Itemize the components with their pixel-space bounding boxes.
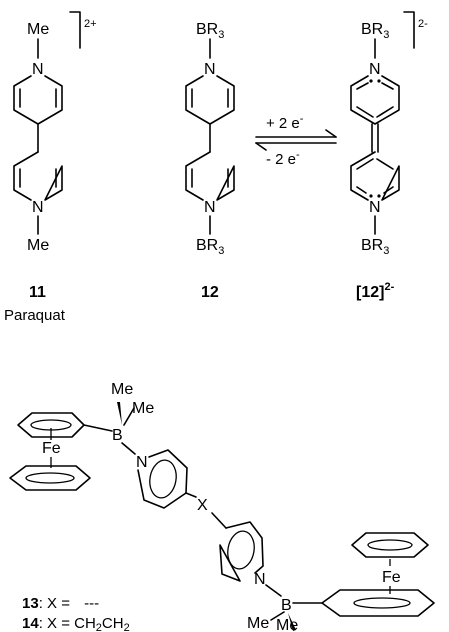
methyl-bond bbox=[123, 407, 135, 426]
reverse-label: - 2 e- bbox=[266, 149, 300, 168]
left-boron: B bbox=[112, 427, 123, 444]
reduced-adduct-structure: BR3 2- N N BR3 [12]2- bbox=[350, 11, 428, 301]
right-pyridine-aromatic bbox=[227, 530, 255, 570]
adduct-number: 12 bbox=[201, 284, 219, 301]
legend-line-14: 14: X = CH2CH2 bbox=[22, 615, 130, 632]
adduct-bottom-borane: BR3 bbox=[196, 237, 224, 257]
paraquat-bottom-methyl: Me bbox=[27, 237, 49, 254]
methyl-wedge bbox=[117, 402, 122, 425]
paraquat-structure: Me 2+ N N Me 11 Paraquat bbox=[4, 11, 97, 324]
right-iron: Fe bbox=[382, 569, 401, 586]
paraquat-charge-bracket bbox=[69, 11, 81, 49]
reduced-ring-top bbox=[350, 75, 400, 125]
borane-adduct-structure: BR3 N N BR3 12 bbox=[185, 21, 235, 301]
right-cp-top-ring bbox=[367, 539, 413, 551]
paraquat-top-methyl: Me bbox=[27, 21, 49, 38]
methyl-top-2: Me bbox=[132, 400, 154, 417]
boron-nitrogen-bond bbox=[121, 442, 136, 455]
right-cp-bottom-ring bbox=[353, 597, 411, 609]
forward-arrowhead bbox=[325, 129, 337, 138]
left-cp-bottom-ring bbox=[25, 472, 75, 484]
adduct-nitrogen-bottom: N bbox=[204, 199, 216, 216]
reduced-top-borane: BR3 bbox=[361, 21, 389, 41]
reduced-nitrogen-bottom: N bbox=[369, 199, 381, 216]
linker-x: X bbox=[197, 497, 208, 514]
right-cp-bottom bbox=[321, 589, 435, 617]
linker-bond bbox=[185, 492, 197, 498]
reduced-double-bond bbox=[383, 186, 394, 194]
methyl-bond bbox=[270, 611, 285, 621]
paraquat-ring-top bbox=[13, 75, 63, 125]
reduced-double-bond bbox=[356, 158, 374, 170]
adduct-top-borane: BR3 bbox=[196, 21, 224, 41]
reduced-charge-bracket bbox=[403, 11, 415, 49]
left-nitrogen: N bbox=[136, 454, 148, 471]
adduct-nitrogen-top: N bbox=[204, 61, 216, 78]
methyl-bottom-1: Me bbox=[247, 615, 269, 632]
methyl-bottom-2: Me bbox=[276, 617, 298, 632]
lone-pair-dot bbox=[377, 194, 381, 198]
paraquat-ring-bottom bbox=[13, 151, 63, 201]
reduced-ring-bottom bbox=[350, 151, 400, 201]
redox-equilibrium: + 2 e- - 2 e- bbox=[255, 113, 337, 168]
adduct-ring-bottom bbox=[185, 151, 235, 201]
lone-pair-dot bbox=[369, 194, 373, 198]
paraquat-number: 11 bbox=[29, 284, 46, 301]
nitrogen-boron-bond bbox=[265, 584, 282, 597]
reduced-double-bond bbox=[376, 158, 394, 170]
reduced-bottom-borane: BR3 bbox=[361, 237, 389, 257]
forward-label: + 2 e- bbox=[266, 113, 304, 132]
lone-pair-dot bbox=[369, 79, 373, 83]
right-nitrogen: N bbox=[254, 571, 266, 588]
reverse-arrowhead bbox=[255, 142, 267, 151]
reduced-double-bond bbox=[381, 82, 394, 90]
paraquat-nitrogen-top: N bbox=[32, 61, 44, 78]
right-boron: B bbox=[281, 597, 292, 614]
methyl-top-1: Me bbox=[111, 381, 133, 398]
reduced-double-bond bbox=[376, 106, 394, 118]
paraquat-nitrogen-bottom: N bbox=[32, 199, 44, 216]
right-cp-top bbox=[351, 532, 429, 558]
paraquat-charge: 2+ bbox=[84, 18, 97, 30]
reduced-number: [12]2- bbox=[356, 281, 395, 301]
linker-bond bbox=[211, 512, 227, 529]
reduced-nitrogen-top: N bbox=[369, 61, 381, 78]
paraquat-name: Paraquat bbox=[4, 307, 66, 324]
reduced-charge: 2- bbox=[418, 18, 428, 30]
reduced-double-bond bbox=[356, 186, 367, 194]
reduced-double-bond bbox=[356, 82, 369, 90]
left-iron: Fe bbox=[42, 440, 61, 457]
adduct-ring-top bbox=[185, 75, 235, 125]
left-pyridine-aromatic bbox=[149, 459, 177, 499]
lone-pair-dot bbox=[377, 79, 381, 83]
cp-boron-bond bbox=[83, 424, 113, 432]
left-cp-bottom bbox=[9, 465, 91, 491]
ferrocenyl-borane-structure: Fe B Me Me N X N B Me Me bbox=[9, 381, 435, 632]
legend-line-13: 13: X = --- bbox=[22, 595, 99, 612]
reduced-double-bond bbox=[356, 106, 374, 118]
methyl-wedge bbox=[288, 613, 296, 631]
